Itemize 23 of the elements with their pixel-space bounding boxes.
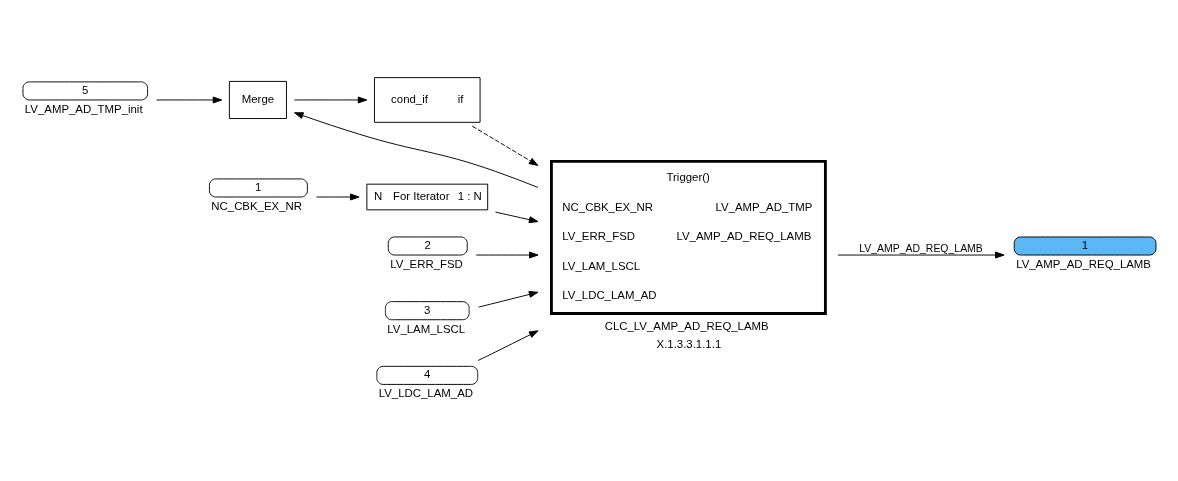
node-box: cond_if if	[374, 76, 481, 123]
node-label: LV_ERR_FSD	[390, 257, 463, 270]
node-label: CLC_LV_AMP_AD_REQ_LAMB	[604, 319, 769, 332]
arrow	[293, 96, 368, 103]
node-label: X.1.3.3.1.1.1	[656, 337, 722, 350]
node-label: LV_LAM_LSCL	[387, 322, 466, 335]
arrow	[294, 111, 539, 188]
arrow	[316, 193, 360, 200]
arrow	[477, 329, 539, 361]
node-label: LV_AMP_AD_TMP_init	[24, 102, 143, 115]
edge-label: LV_AMP_AD_REQ_LAMB	[859, 242, 983, 254]
arrow	[837, 251, 1005, 258]
arrow	[495, 211, 539, 223]
arrow	[156, 96, 223, 103]
arrow	[478, 290, 539, 308]
node-label: LV_AMP_AD_REQ_LAMB	[1016, 257, 1151, 270]
node-label: NC_CBK_EX_NR	[211, 199, 302, 212]
node-box: Trigger() NC_CBK_EX_NR LV_AMP_AD_TMP LV_ERR_FSD LV_AMP_AD_REQ_LAMB LV_LAM_LSCL LV_LDC_LAM_AD	[550, 159, 827, 315]
node-label: LV_LDC_LAM_AD	[378, 386, 474, 399]
node-box: Merge	[228, 80, 287, 119]
node-box: N For Iterator 1 : N	[366, 183, 489, 210]
arrow	[475, 251, 539, 258]
arrow	[471, 125, 539, 166]
